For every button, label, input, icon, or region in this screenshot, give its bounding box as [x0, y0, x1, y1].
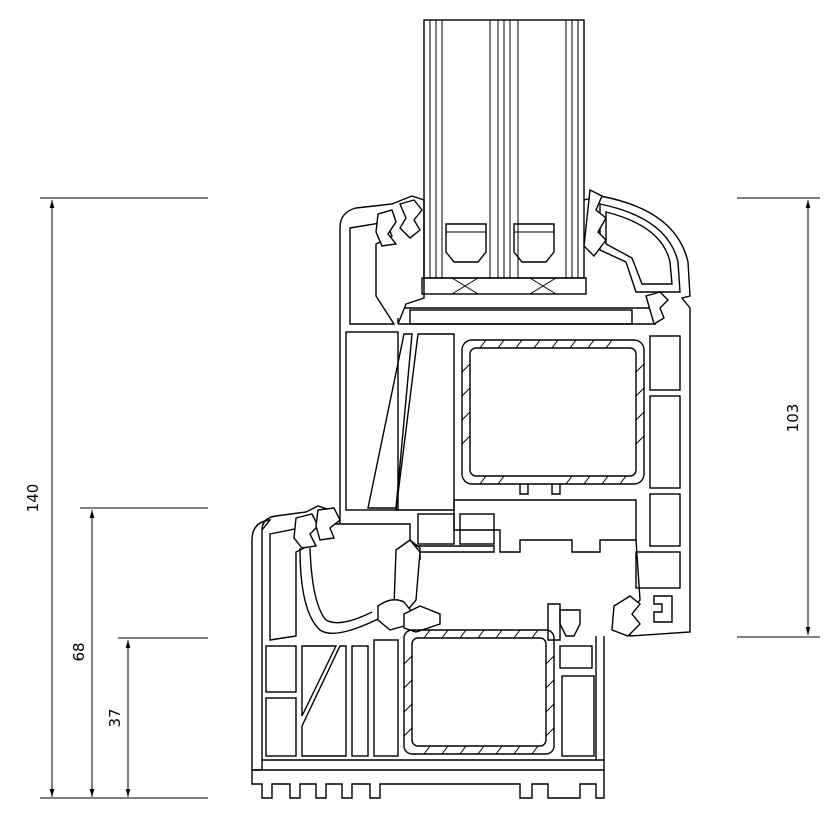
dimension-label-37: 37 [106, 708, 124, 727]
frame-chamber-left-1 [265, 645, 297, 693]
sash-chamber-low-1 [417, 513, 455, 545]
sash-chamber-inner [395, 333, 455, 511]
frame-hook [559, 609, 581, 637]
glazing-bead-right [599, 203, 681, 293]
glazing-rebate [409, 309, 633, 325]
frame-chamber-right-top [559, 645, 593, 669]
gasket-frame-top [293, 513, 319, 549]
drain-channel [653, 595, 673, 623]
frame-chamber-right [561, 675, 595, 757]
steel-hatch-frame [403, 629, 555, 755]
sash-profile [339, 188, 691, 637]
frame-steel-outer [403, 629, 555, 755]
dimension-68: 68 [70, 507, 208, 797]
sash-chamber-left [345, 331, 399, 511]
sash-bottom-chamber [453, 499, 637, 553]
sash-steel-reinforcement [461, 339, 645, 495]
glazing-block [421, 277, 587, 295]
frame-steel-reinforcement [403, 629, 555, 755]
sash-outer-contour [339, 195, 691, 637]
dimension-label-68: 68 [70, 642, 88, 661]
frame-chamber-narrow [351, 645, 369, 757]
frame-base-feet [251, 769, 605, 799]
dimension-37: 37 [106, 637, 208, 797]
sash-chamber-diagonal [367, 333, 413, 509]
dimension-140: 140 [24, 197, 208, 797]
gasket-frame-stop [315, 507, 341, 541]
frame-steel-inner [411, 637, 547, 747]
gasket-glazing-left [399, 199, 423, 239]
spacer-right [513, 223, 555, 263]
gasket-sash-top [375, 209, 398, 247]
gasket-frame-right [611, 595, 641, 637]
sash-chamber-right-3 [649, 493, 681, 547]
sash-chamber-right-1 [649, 335, 681, 391]
frame-chamber-left-2 [265, 697, 297, 757]
steel-hatch-sash [461, 339, 645, 485]
dimension-label-140: 140 [24, 484, 42, 513]
frame-profile [251, 505, 641, 799]
dimension-label-103: 103 [784, 404, 802, 433]
gasket-glazing-right [583, 188, 607, 258]
steel-outer [461, 339, 645, 485]
sash-chamber-right-2 [649, 395, 681, 489]
glazing-bead-right-inner [605, 211, 673, 285]
sash-chamber-low-2 [459, 513, 495, 545]
frame-rebate-curve [299, 547, 397, 634]
glazing-unit [421, 19, 587, 295]
sash-chamber-right-4 [635, 551, 681, 589]
steel-inner [469, 347, 637, 477]
frame-chamber-diagonal-b [301, 645, 347, 757]
spacer-left [445, 223, 487, 263]
frame-top-contour [261, 505, 421, 560]
frame-chamber-mid [373, 639, 399, 757]
dimension-103: 103 [737, 197, 820, 638]
gasket-bead-clip [645, 291, 669, 326]
frame-chamber-diagonal-a [301, 645, 338, 717]
